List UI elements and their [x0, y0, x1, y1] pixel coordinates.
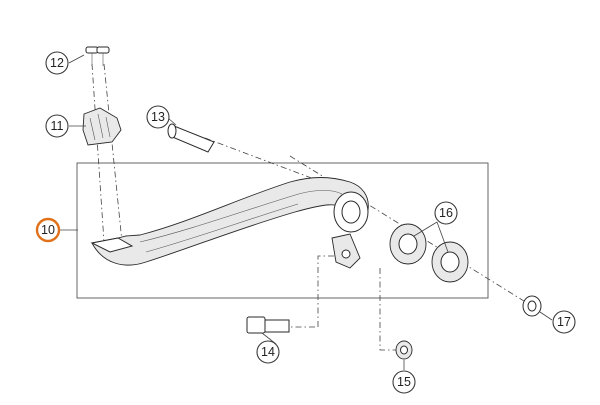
- callout-16[interactable]: 16: [434, 201, 458, 225]
- callout-13[interactable]: 13: [146, 105, 170, 129]
- leader-lines: [60, 54, 553, 370]
- part-13-pin: [167, 123, 215, 153]
- part-10-brake-pedal: [90, 177, 369, 269]
- callout-15-label: 15: [397, 375, 411, 389]
- assembly-axes: [91, 63, 533, 351]
- part-14-bolt: [246, 316, 290, 334]
- callout-11[interactable]: 11: [45, 114, 69, 138]
- part-15-nut: [395, 340, 413, 360]
- callout-10-label: 10: [41, 223, 55, 237]
- callout-16-label: 16: [439, 206, 453, 220]
- part-17-bushing: [522, 295, 542, 317]
- callout-14[interactable]: 14: [256, 340, 280, 364]
- part-16-bearings: [389, 223, 469, 283]
- part-12-bolts: [85, 46, 110, 66]
- callout-14-label: 14: [261, 345, 275, 359]
- callout-15[interactable]: 15: [392, 370, 416, 394]
- callout-12[interactable]: 12: [45, 51, 69, 75]
- callout-11-label: 11: [51, 119, 64, 133]
- callout-13-label: 13: [151, 110, 165, 124]
- callout-10[interactable]: 10: [35, 217, 61, 243]
- assembly-frame: [76, 162, 489, 299]
- callout-17[interactable]: 17: [552, 310, 576, 334]
- part-11-bracket: [82, 107, 122, 146]
- callout-12-label: 12: [50, 56, 64, 70]
- callout-17-label: 17: [557, 315, 571, 329]
